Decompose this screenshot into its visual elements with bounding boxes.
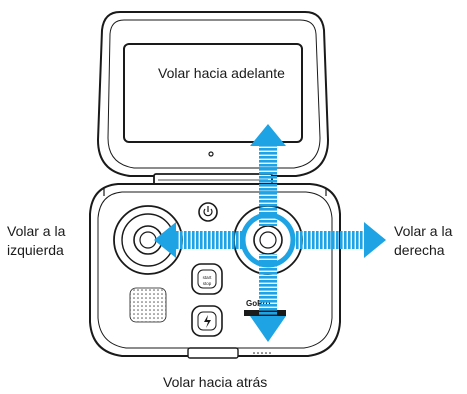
label-left: Volar a la izquierda xyxy=(7,222,65,260)
speaker-grille xyxy=(129,287,167,323)
power-icon xyxy=(203,208,213,217)
label-right-line2: derecha xyxy=(394,242,445,258)
label-back: Volar hacia atrás xyxy=(163,374,268,390)
arrow-up-icon xyxy=(250,124,286,146)
label-left-line1: Volar a la xyxy=(7,223,66,239)
controller-lid xyxy=(96,11,330,177)
left-joystick[interactable] xyxy=(113,205,183,275)
status-dots xyxy=(253,352,271,354)
arrow-left-icon xyxy=(154,222,176,258)
label-forward: Volar hacia adelante xyxy=(158,65,285,81)
label-left-line2: izquierda xyxy=(7,242,64,258)
start-label: start xyxy=(203,275,213,280)
start-stop-button[interactable]: start stop xyxy=(191,263,223,295)
lightning-icon xyxy=(204,315,211,328)
arrow-down-icon xyxy=(250,316,286,342)
label-right-line1: Volar a la xyxy=(394,223,453,239)
stop-label: stop xyxy=(203,281,212,286)
mode-button[interactable] xyxy=(191,305,223,337)
arrow-right-icon xyxy=(364,222,386,258)
screen xyxy=(123,43,303,143)
camera-icon xyxy=(208,151,214,157)
vertical-arrow xyxy=(250,124,286,342)
label-right: Volar a la derecha xyxy=(394,222,452,260)
horizontal-arrow xyxy=(154,222,386,258)
power-button[interactable] xyxy=(198,202,218,222)
svg-text:GoPro: GoPro xyxy=(246,299,271,308)
joystick-highlight-ring xyxy=(240,212,296,268)
